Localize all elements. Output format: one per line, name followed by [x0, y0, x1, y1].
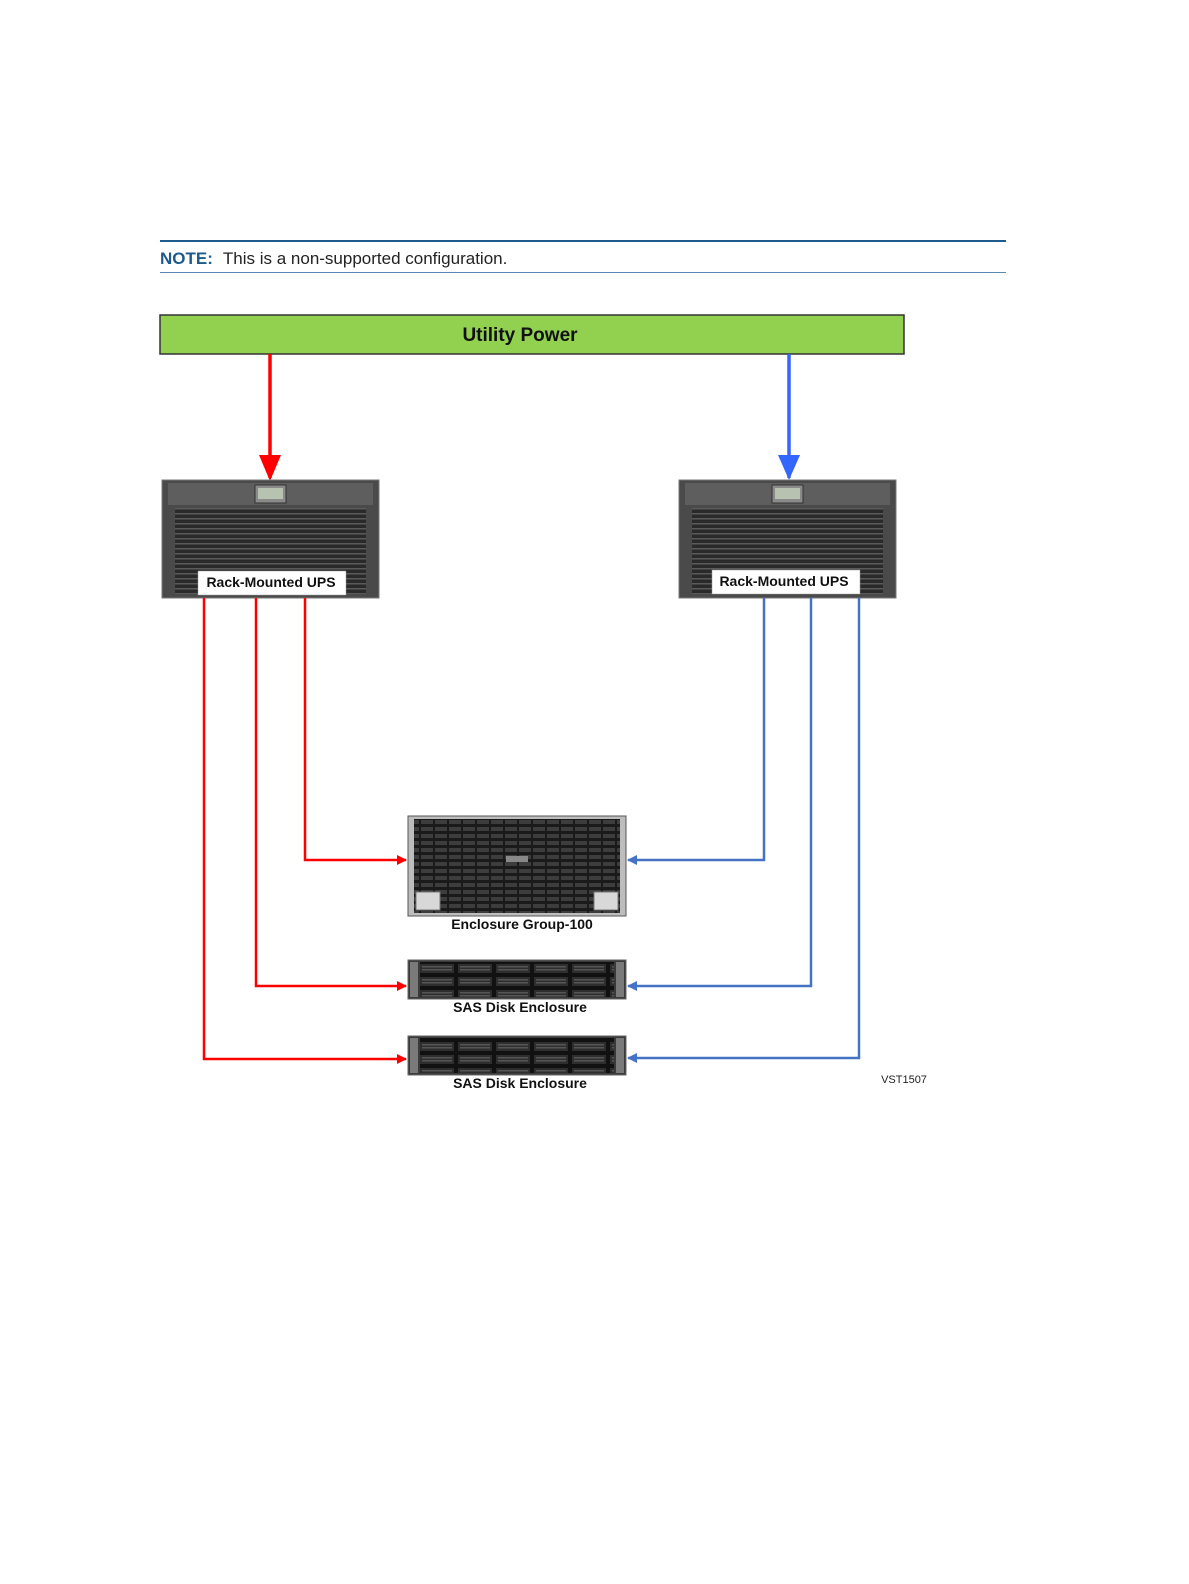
enclosure-group-100: Enclosure Group-100 [408, 816, 626, 932]
sas-disk-enclosure-1: SAS Disk Enclosure [408, 960, 626, 1015]
right-output-enclosure-group [628, 598, 764, 860]
utility-power-label: Utility Power [462, 325, 578, 346]
left-output-enclosure-group [305, 598, 406, 860]
sas-disk-enclosure-2: SAS Disk Enclosure [408, 1036, 626, 1091]
sas-enclosure-1-label: SAS Disk Enclosure [453, 999, 587, 1015]
ups-right: Rack-Mounted UPS [679, 480, 896, 598]
sas-enclosure-2-label: SAS Disk Enclosure [453, 1075, 587, 1091]
ups-right-label: Rack-Mounted UPS [719, 573, 848, 589]
right-output-sas-1 [628, 598, 811, 986]
enclosure-group-label: Enclosure Group-100 [451, 916, 593, 932]
ups-left: Rack-Mounted UPS [162, 480, 379, 598]
utility-power-bar: Utility Power [160, 315, 904, 354]
feed-arrow-right [778, 455, 800, 480]
figure-id: VST1507 [881, 1074, 927, 1086]
right-output-sas-2 [628, 598, 859, 1058]
left-output-sas-1 [256, 598, 406, 986]
ups-left-label: Rack-Mounted UPS [206, 574, 335, 590]
feed-arrow-left [259, 455, 281, 481]
